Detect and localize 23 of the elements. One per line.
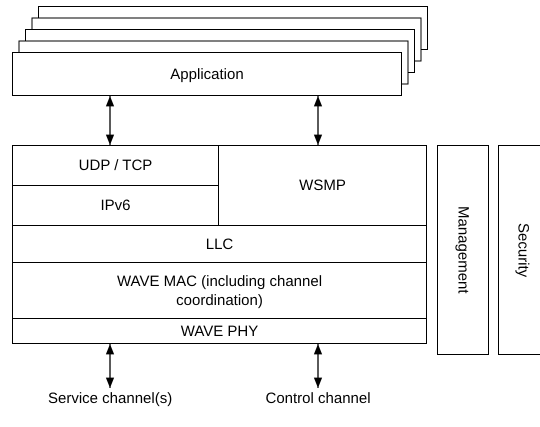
layer-box xyxy=(12,52,402,96)
layer-box xyxy=(218,145,427,226)
arrow xyxy=(314,344,322,388)
layer-label: WAVE MAC (including channel coordination) xyxy=(116,272,324,310)
layer-box xyxy=(12,225,427,263)
layer-label: WSMP xyxy=(299,176,346,195)
layer-label: LLC xyxy=(206,234,234,254)
arrow xyxy=(106,96,114,145)
channel-label: Service channel(s) xyxy=(48,390,172,407)
layer-label: UDP / TCP xyxy=(78,156,152,175)
arrow xyxy=(314,96,322,145)
channel-label: Control channel xyxy=(266,390,371,407)
layer-label: WAVE PHY xyxy=(180,322,258,340)
layer-label: IPv6 xyxy=(100,196,130,215)
arrow xyxy=(106,344,114,388)
layer-label: Security xyxy=(514,222,532,278)
layer-box xyxy=(12,145,219,186)
layer-label: Application xyxy=(170,64,244,84)
layer-box xyxy=(12,262,427,319)
layer-box xyxy=(12,318,427,344)
layer-label: Management xyxy=(454,206,472,294)
side-panel xyxy=(437,145,489,355)
side-panel xyxy=(498,145,540,355)
